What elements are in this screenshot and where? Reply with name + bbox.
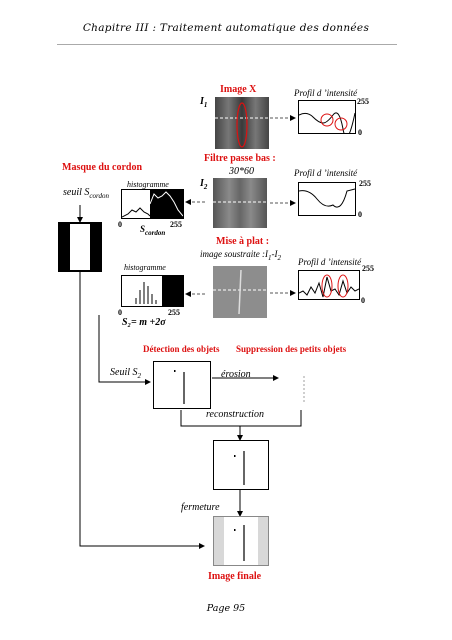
profile-2-title: Profil d ’intensité (294, 168, 358, 178)
profile-1-min: 0 (358, 128, 362, 137)
final-image (213, 516, 269, 566)
masque-title: Masque du cordon (62, 162, 143, 173)
histogram-1-scordon: Scordon (140, 224, 166, 237)
profile-2-chart (298, 182, 356, 216)
histogram-1-255: 255 (170, 220, 182, 229)
histogram-2-title: histogramme (124, 263, 166, 272)
image-i2-photo (213, 178, 267, 228)
profile-3-min: 0 (361, 296, 365, 305)
detection-title: Détection des objets (143, 344, 220, 354)
mask-image (58, 222, 102, 272)
reconstruction-image (213, 440, 269, 490)
histogram-2-zero: 0 (118, 308, 122, 317)
mise-a-plat-title: Mise à plat : (216, 236, 270, 247)
profile-2-max: 255 (359, 179, 371, 188)
histogram-1-zero: 0 (118, 220, 122, 229)
profile-3-title: Profil d ’intensité (298, 257, 362, 267)
seuil-scordon-label: seuil Scordon (63, 187, 109, 200)
erosion-image (281, 361, 323, 409)
image-x-photo (215, 97, 269, 149)
page-number: Page 95 (206, 603, 246, 614)
seuil-s2-label: Seuil S2 (110, 367, 141, 380)
reconstruction-bracket (180, 410, 302, 427)
header-rule (57, 44, 397, 45)
image-finale-title: Image finale (208, 571, 262, 582)
histogram-2-chart (121, 275, 184, 307)
fermeture-label: fermeture (181, 502, 220, 513)
arrow-hist-to-detection (98, 315, 151, 385)
i2-label: I2 (200, 178, 208, 191)
histogram-2-255: 255 (168, 308, 180, 317)
profile-1-max: 255 (357, 97, 369, 106)
image-x-title: Image X (220, 84, 257, 95)
mise-a-plat-formula: image soustraite :I1-I2 (200, 249, 281, 262)
chapter-header: Chapitre III : Traitement automatique de… (82, 22, 370, 34)
profile-3-chart (298, 270, 360, 300)
profile-1-chart (298, 100, 356, 138)
histogram-1-title: histogramme (127, 180, 169, 189)
profile-2-min: 0 (358, 210, 362, 219)
s2-formula: S₂= m +2σ (122, 317, 166, 328)
detection-image (153, 361, 211, 409)
filtre-size: 30*60 (229, 166, 254, 177)
arrow-mask-to-final (79, 272, 205, 549)
profile-1-title: Profil d ’intensité (294, 88, 358, 98)
i1-label: I1 (200, 96, 208, 109)
suppression-title: Suppression des petits objets (236, 344, 347, 354)
erosion-label: érosion (221, 369, 251, 380)
filtre-title: Filtre passe bas : (204, 153, 276, 164)
reconstruction-label: reconstruction (206, 409, 264, 420)
histogram-1-chart (121, 189, 184, 219)
profile-3-max: 255 (362, 264, 374, 273)
image-flattened-photo (213, 266, 267, 318)
